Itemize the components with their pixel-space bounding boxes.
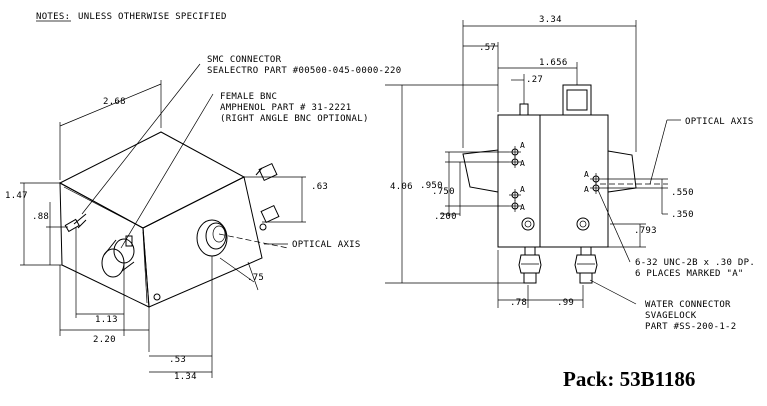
water-callout-line1: WATER CONNECTOR xyxy=(645,300,731,310)
dim-iso-axis-offset: .75 xyxy=(247,273,264,283)
water-leader-line xyxy=(589,279,637,305)
water-callout-line2: SVAGELOCK xyxy=(645,311,697,321)
pack-label: Pack: 53B1186 xyxy=(563,367,695,391)
dim-iso-bnc-offset: 1.13 xyxy=(95,315,118,325)
screw-icon xyxy=(259,223,267,231)
bnc-callout-title: FEMALE BNC xyxy=(220,92,277,102)
front-optical-axis-label: OPTICAL AXIS xyxy=(685,117,754,127)
iso-top-face xyxy=(58,131,246,229)
mount-hole-icon xyxy=(576,217,590,231)
mount-hole-icon xyxy=(521,217,535,231)
smc-connector-icon xyxy=(64,213,87,233)
front-dimension-lines xyxy=(385,20,668,308)
marker-a: A xyxy=(520,141,525,150)
dim-front-tap-lower: .750 xyxy=(432,187,455,197)
dim-front-right-axis: .550 xyxy=(671,188,694,198)
marker-a: A xyxy=(520,203,525,212)
iso-right-face xyxy=(142,176,263,308)
dim-front-hole-height: .793 xyxy=(634,226,657,236)
dim-front-lens-protrusion: .57 xyxy=(479,43,496,53)
isometric-view xyxy=(58,131,289,308)
optical-window-icon xyxy=(196,219,228,257)
dim-iso-height: 1.47 xyxy=(5,191,28,201)
water-fitting-iso-icon xyxy=(255,162,280,224)
dim-iso-axis-height: .63 xyxy=(311,182,328,192)
dim-front-right-tap: .350 xyxy=(671,210,694,220)
dim-iso-window-pos: 1.34 xyxy=(174,372,197,382)
marker-a: A xyxy=(520,185,525,194)
dim-front-bnc-offset: 1.656 xyxy=(539,58,568,68)
iso-optical-axis-line xyxy=(218,233,289,249)
dim-front-total-width: 3.34 xyxy=(539,15,562,25)
smc-callout-title: SMC CONNECTOR xyxy=(207,55,282,65)
tap-callout-line1: 6-32 UNC-2B x .30 DP. xyxy=(635,258,755,268)
bnc-connector-icon xyxy=(101,235,135,278)
iso-dimension-lines xyxy=(20,80,306,378)
right-lens-housing xyxy=(607,150,637,193)
dim-iso-width: 2.68 xyxy=(103,97,126,107)
notes-text: UNLESS OTHERWISE SPECIFIED xyxy=(78,12,227,22)
dim-iso-depth: 2.20 xyxy=(93,335,116,345)
bnc-callout-part: AMPHENOL PART # 31-2221 xyxy=(220,103,352,113)
notes-prefix: NOTES: xyxy=(36,12,70,22)
front-body xyxy=(497,114,609,248)
water-connector-icon xyxy=(574,246,598,284)
smc-leader-line xyxy=(81,63,201,215)
dim-front-tap-spacing: .200 xyxy=(434,212,457,222)
dim-iso-smc-height: .88 xyxy=(32,212,49,222)
dim-front-tap-upper: .950 xyxy=(420,181,443,191)
marker-a: A xyxy=(584,185,589,194)
smc-callout-part: SEALECTRO PART #00500-045-0000-220 xyxy=(207,66,401,76)
tap-callout-line2: 6 PLACES MARKED "A" xyxy=(635,269,744,279)
bnc-callout-note: (RIGHT ANGLE BNC OPTIONAL) xyxy=(220,114,369,124)
front-axis-leader xyxy=(649,119,668,185)
dim-front-smc-offset: .27 xyxy=(526,75,543,85)
dim-front-total-height: 4.06 xyxy=(390,182,413,192)
front-view: A A A A A A xyxy=(462,84,668,284)
marker-a: A xyxy=(584,170,589,179)
dim-iso-window-offset: .53 xyxy=(169,355,186,365)
left-lens-housing xyxy=(462,149,499,193)
iso-optical-axis-label: OPTICAL AXIS xyxy=(292,240,361,250)
water-connector-icon xyxy=(518,246,542,284)
bnc-leader-line xyxy=(120,93,214,249)
tap-leader-line xyxy=(597,189,631,263)
smc-top-connector-icon xyxy=(519,103,529,116)
dim-front-water-spacing: .99 xyxy=(557,298,574,308)
water-callout-line3: PART #SS-200-1-2 xyxy=(645,322,737,332)
iso-front-face xyxy=(59,182,150,308)
screw-icon xyxy=(153,293,161,301)
marker-a: A xyxy=(520,159,525,168)
dim-front-water-offset: .78 xyxy=(510,298,527,308)
